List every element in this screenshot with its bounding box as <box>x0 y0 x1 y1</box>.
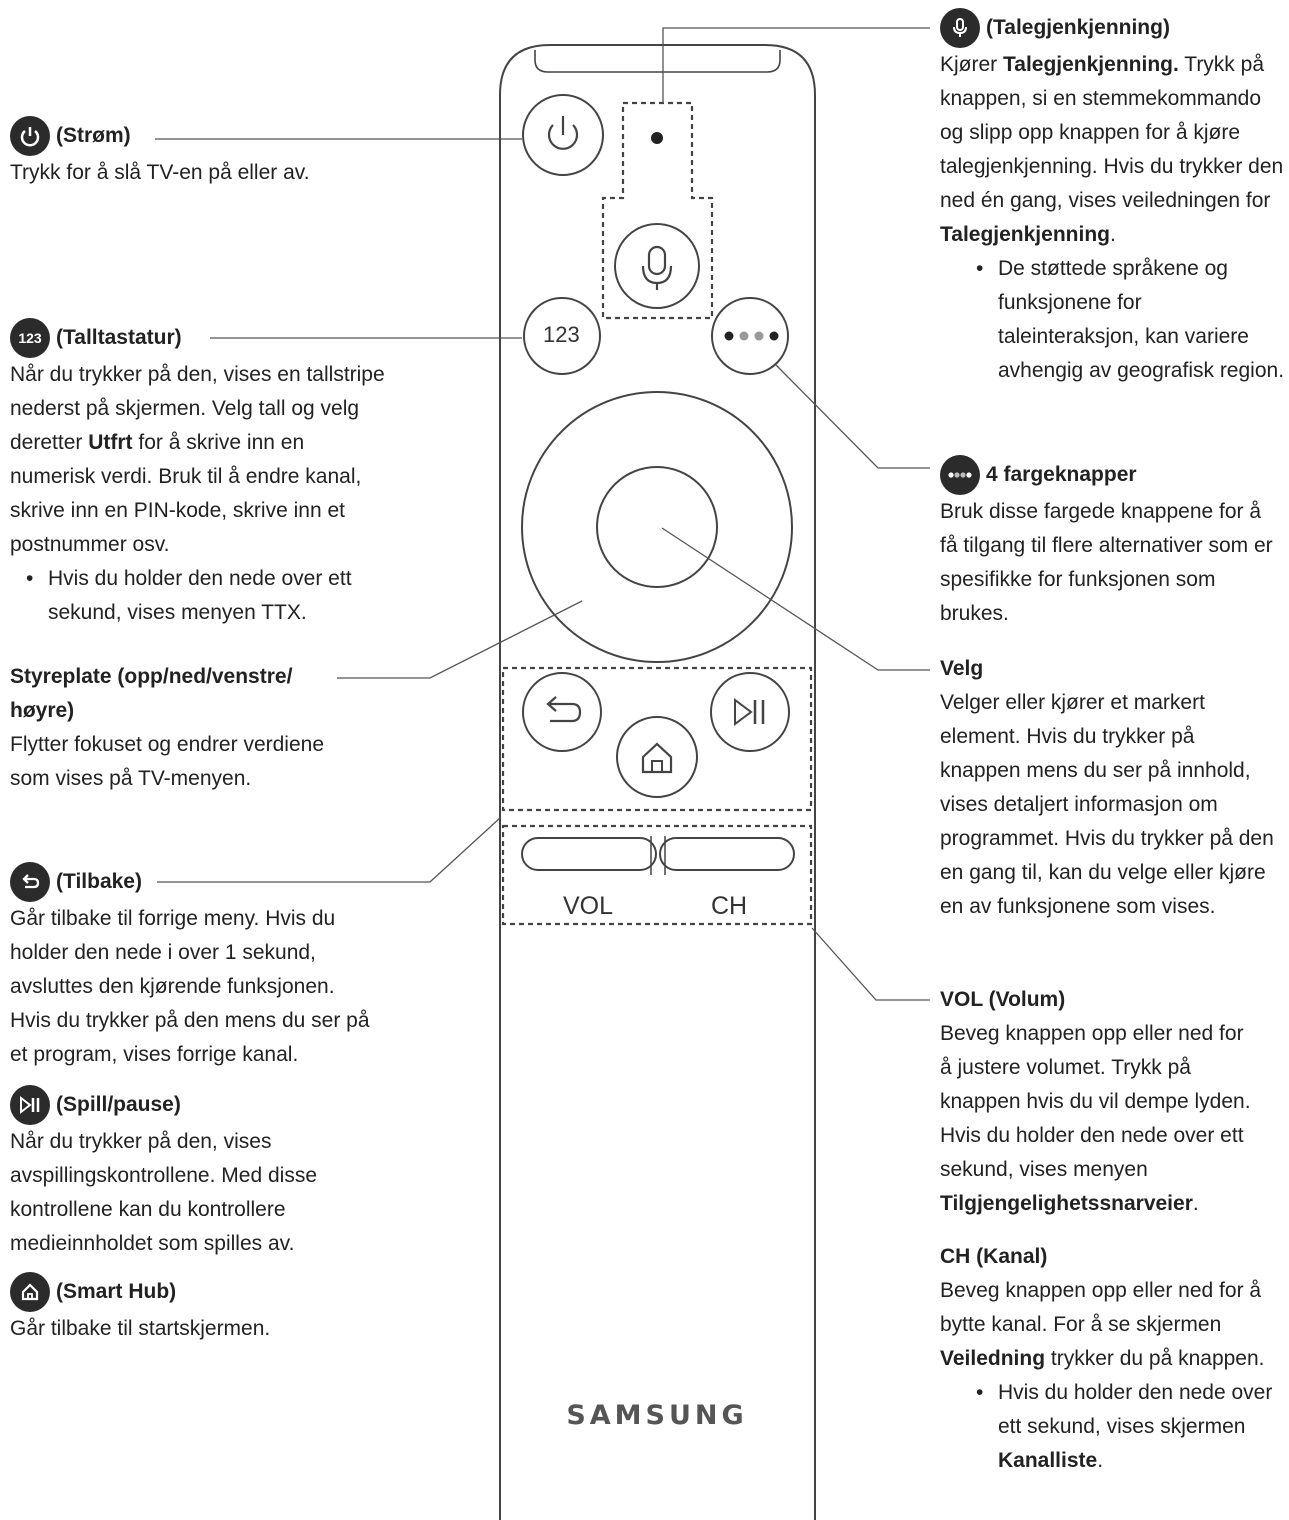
ch-title: CH (Kanal) <box>940 1245 1048 1268</box>
mic-area-dashed <box>601 101 714 320</box>
callout-vol <box>811 927 930 1001</box>
playpause-title: (Spill/pause) <box>56 1093 181 1116</box>
vol-rocker-shape <box>521 837 657 871</box>
mic-button-shape <box>614 223 700 309</box>
playpause-text: Når du trykker på den, vises avspillings… <box>10 1130 317 1255</box>
numpad-button-shape <box>523 297 601 375</box>
home-icon <box>10 1272 50 1312</box>
dpad-ring <box>521 391 793 663</box>
select-title: Velg <box>940 657 984 680</box>
dpad-text: Flytter fokuset og endrer verdiene som v… <box>10 733 324 790</box>
smarthub-title: (Smart Hub) <box>56 1280 177 1303</box>
back-button-shape <box>522 672 602 752</box>
numpad-key-label: 123 <box>543 322 580 347</box>
brand-logo: SAMSUNG <box>566 1400 748 1431</box>
remote-top-window <box>534 50 781 73</box>
power-icon <box>10 116 50 156</box>
ch-rocker-shape <box>659 837 795 871</box>
power-description: (Strøm) Trykk for å slå TV-en på eller a… <box>10 116 410 190</box>
color-buttons-icon <box>940 455 980 495</box>
microphone-icon <box>940 8 980 48</box>
numpad-text: Når du trykker på den, vises en tallstri… <box>10 363 385 556</box>
numpad-title: (Talltastatur) <box>56 326 182 349</box>
callout-color <box>775 364 930 469</box>
select-button-shape <box>596 466 718 588</box>
color-description: 4 fargeknapper Bruk disse fargede knappe… <box>940 455 1280 631</box>
power-button-shape <box>522 94 604 176</box>
dpad-description: Styreplate (opp/ned/venstre/ høyre) Flyt… <box>10 660 350 796</box>
ch-bullet: Hvis du holder den nede over ett sekund,… <box>940 1376 1285 1478</box>
vol-text: Beveg knappen opp eller ned for å juster… <box>940 1022 1251 1215</box>
callout-dpad <box>337 600 583 679</box>
voice-text: Kjører Talegjenkjenning. Trykk på knappe… <box>940 53 1284 246</box>
smarthub-description: (Smart Hub) Går tilbake til startskjerme… <box>10 1272 370 1346</box>
home-button-shape <box>616 716 698 798</box>
callout-select <box>661 527 930 671</box>
ch-key-label: CH <box>711 892 748 920</box>
ch-description: CH (Kanal) Beveg knappen opp eller ned f… <box>940 1240 1285 1478</box>
back-icon <box>10 862 50 902</box>
back-text: Går tilbake til forrige meny. Hvis du ho… <box>10 907 370 1066</box>
play-pause-icon <box>10 1085 50 1125</box>
vol-description: VOL (Volum) Beveg knappen opp eller ned … <box>940 983 1260 1221</box>
back-title: (Tilbake) <box>56 870 142 893</box>
numpad-description: 123 (Talltastatur) Når du trykker på den,… <box>10 318 385 630</box>
smarthub-text: Går tilbake til startskjermen. <box>10 1317 271 1340</box>
numpad-bullet: Hvis du holder den nede over ett sekund,… <box>10 562 385 630</box>
dpad-title: Styreplate (opp/ned/venstre/ høyre) <box>10 665 293 722</box>
voice-description: (Talegjenkjenning) Kjører Talegjenkjenni… <box>940 8 1285 388</box>
back-description: (Tilbake) Går tilbake til forrige meny. … <box>10 862 370 1072</box>
color-text: Bruk disse fargede knappene for å få til… <box>940 500 1273 625</box>
voice-title: (Talegjenkjenning) <box>986 16 1170 39</box>
select-text: Velger eller kjører et markert element. … <box>940 691 1274 918</box>
ch-text: Beveg knappen opp eller ned for å bytte … <box>940 1279 1265 1370</box>
power-text: Trykk for å slå TV-en på eller av. <box>10 161 310 184</box>
select-description: Velg Velger eller kjører et markert elem… <box>940 652 1280 924</box>
color-button-shape <box>711 297 789 375</box>
callout-back <box>157 817 501 883</box>
playpause-description: (Spill/pause) Når du trykker på den, vis… <box>10 1085 370 1261</box>
vol-title: VOL (Volum) <box>940 988 1066 1011</box>
color-title: 4 fargeknapper <box>986 463 1137 486</box>
remote-body <box>499 44 816 1520</box>
vol-key-label: VOL <box>563 892 614 920</box>
power-title: (Strøm) <box>56 124 131 147</box>
numpad-icon: 123 <box>10 318 50 358</box>
voice-bullet: De støttede språkene og funksjonene for … <box>940 252 1285 388</box>
callout-voice <box>662 27 930 103</box>
playpause-button-shape <box>710 672 790 752</box>
